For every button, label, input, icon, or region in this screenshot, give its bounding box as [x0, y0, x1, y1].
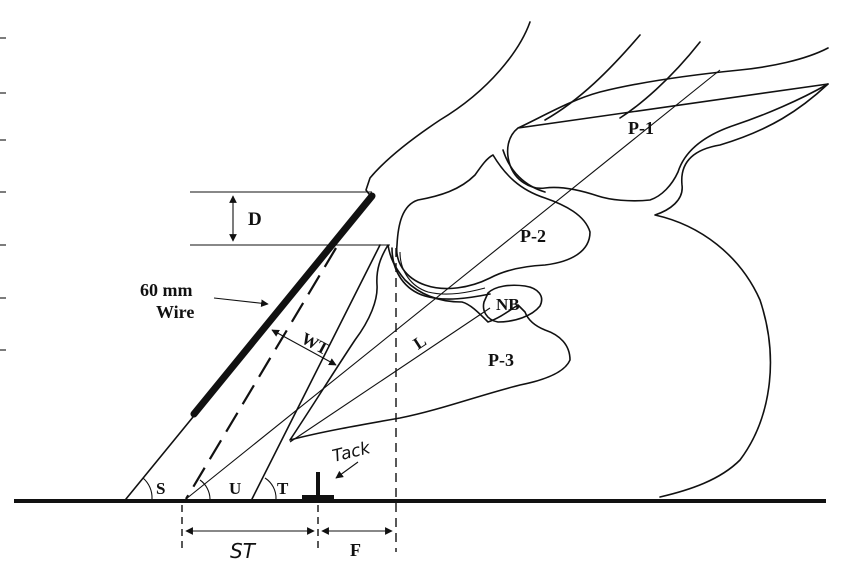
- p1-bone: [506, 47, 829, 202]
- label-t: T: [277, 479, 289, 498]
- pastern-joint-line: [502, 149, 546, 193]
- p3-bone: [289, 244, 571, 441]
- label-st: ST: [230, 539, 257, 563]
- heel-bulb-outline: [654, 83, 829, 498]
- pastern-axis-line: [185, 69, 721, 500]
- dashed-parallel-line: [185, 247, 337, 500]
- hoof-wall-inner: [251, 244, 381, 500]
- label-d: D: [248, 209, 262, 230]
- pastern-skin-line-2: [619, 41, 701, 119]
- label-p2: P-2: [520, 226, 546, 246]
- margin-ticks: [0, 37, 6, 351]
- wire-marker: [190, 192, 376, 418]
- label-nb: NB: [496, 295, 520, 314]
- tack-pointer-arrow: [335, 461, 359, 479]
- label-u: U: [229, 479, 241, 498]
- tack-marker: [302, 472, 334, 499]
- label-p1: P-1: [628, 118, 654, 138]
- label-s: S: [156, 479, 165, 498]
- label-wire-line1: 60 mm: [140, 280, 193, 300]
- angle-arc-s: [142, 477, 153, 500]
- navicular-bone: [482, 284, 543, 323]
- angle-arc-u: [199, 479, 211, 500]
- label-p3: P-3: [488, 350, 514, 370]
- label-f: F: [350, 540, 361, 560]
- wt-arrow: [271, 329, 337, 366]
- pastern-front-outline: [365, 21, 531, 199]
- line-l: [289, 307, 491, 443]
- label-tack: Tack: [330, 438, 373, 467]
- label-wt: WT: [298, 329, 333, 359]
- angle-arc-t: [264, 477, 277, 500]
- coffin-joint-line-inner: [399, 251, 486, 295]
- wire-pointer-arrow: [213, 297, 269, 308]
- p2-bone: [396, 154, 591, 290]
- pastern-skin-line-1: [544, 34, 641, 121]
- label-wire-line2: Wire: [156, 302, 194, 322]
